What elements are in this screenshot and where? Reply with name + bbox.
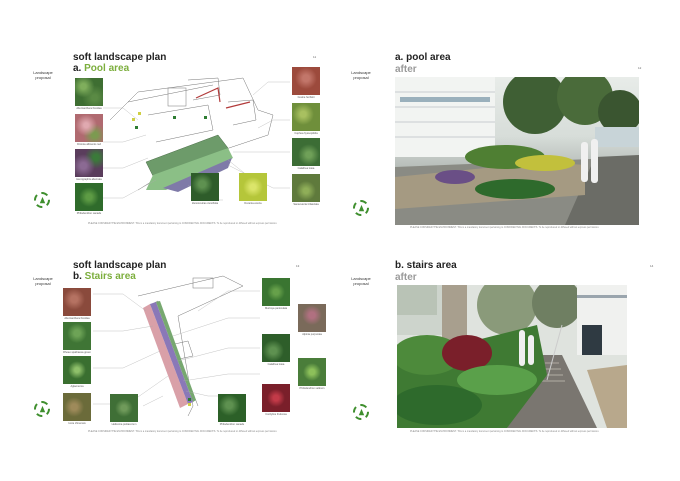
page-number: 11: [313, 55, 317, 59]
plant-caption: Hemigraphis alternata: [76, 178, 102, 181]
page-stairs-after: Landscape proposal b. stairs area after …: [350, 256, 660, 436]
subtitle-prefix: b.: [73, 271, 82, 282]
plant-thumb: [239, 173, 267, 201]
plant-thumb: [298, 358, 326, 386]
plant-thumb: [292, 67, 320, 95]
plant-caption: Calathea lutea: [297, 167, 315, 170]
subtitle-text: Pool area: [84, 63, 130, 74]
plant-caption: Zamioculcas zamiifolia: [191, 202, 219, 205]
plant-caption: Heliconia psittacorum: [111, 423, 137, 426]
plant-caption: Alternanthera ficoidea: [76, 107, 102, 110]
page-footer: PLEASE CONSIDER THE ENVIRONMENT. This is…: [88, 222, 278, 225]
plant-caption: Alpinia purpurata: [302, 333, 322, 336]
plant-caption: Ixora chinensis: [68, 422, 86, 425]
page-number: 14: [650, 264, 654, 268]
page-number: 12: [638, 66, 642, 70]
plant-caption: Murraya paniculata: [264, 307, 288, 310]
page-stairs-plan: Landscape proposal soft landscape plan b…: [28, 256, 338, 436]
plant-thumb: [63, 393, 91, 421]
company-logo-icon: [34, 401, 50, 417]
plant-thumb: [63, 356, 91, 384]
plant-thumb: [262, 384, 290, 412]
plant-thumb: [262, 334, 290, 362]
plant-caption: Philodendron xanadu: [219, 423, 245, 426]
plant-caption: Aglaonema: [70, 385, 84, 388]
plant-thumb: [292, 103, 320, 131]
site-plan-drawing: [93, 275, 260, 417]
pool-after-photo: [395, 77, 639, 225]
side-label: Landscape proposal: [351, 70, 371, 80]
plant-thumb: [262, 278, 290, 306]
subtitle-text: Stairs area: [84, 271, 136, 282]
plant-caption: Calathea lutea: [267, 363, 285, 366]
after-label: after: [395, 64, 417, 75]
plant-caption: Iresine herbstii: [297, 96, 315, 99]
side-label: Landscape proposal: [33, 276, 53, 286]
page-title: a. pool area: [395, 52, 451, 63]
plant-caption: Sansevieria trifasciata: [293, 203, 319, 206]
plant-thumb: [75, 149, 103, 177]
page-subtitle: a. Pool area: [73, 63, 129, 74]
page-number: 13: [296, 264, 300, 268]
page-pool-after: Landscape proposal a. pool area after 12: [350, 40, 660, 230]
plant-caption: Rhoeo spathacea green: [63, 351, 91, 354]
page-footer: PLEASE CONSIDER THE ENVIRONMENT. This is…: [88, 430, 278, 433]
plant-caption: Alternanthera ficoidea: [64, 317, 90, 320]
plant-caption: Philodendron selloum: [299, 387, 325, 390]
plant-caption: Cuphea hyssopifolia: [294, 132, 318, 135]
company-logo-icon: [34, 192, 50, 208]
subtitle-prefix: a.: [73, 63, 82, 74]
page-footer: PLEASE CONSIDER THE ENVIRONMENT. This is…: [410, 226, 600, 229]
company-logo-icon: [353, 200, 369, 216]
plant-thumb: [75, 114, 103, 142]
plant-thumb: [75, 183, 103, 211]
after-label: after: [395, 272, 417, 283]
plant-thumb: [63, 288, 91, 316]
plant-caption: Cordyline fruticosa: [265, 413, 287, 416]
plant-thumb: [218, 394, 246, 422]
plant-thumb: [110, 394, 138, 422]
stairs-after-photo: [397, 285, 627, 428]
page-title: soft landscape plan: [73, 260, 167, 271]
side-label: Landscape proposal: [351, 276, 371, 286]
plant-caption: Fittonia albivenis red: [77, 143, 101, 146]
site-plan-drawing: [103, 77, 290, 201]
company-logo-icon: [353, 404, 369, 420]
plant-thumb: [75, 78, 103, 106]
plant-thumb: [298, 304, 326, 332]
side-label: Landscape proposal: [33, 70, 53, 80]
page-pool-plan: Landscape proposal soft landscape plan a…: [28, 40, 338, 230]
plant-thumb: [292, 174, 320, 202]
plant-caption: Philodendron xanadu: [76, 212, 102, 215]
page-title: b. stairs area: [395, 260, 457, 271]
plant-thumb: [292, 138, 320, 166]
plant-caption: Duranta erecta: [244, 202, 262, 205]
plant-thumb: [191, 173, 219, 201]
page-title: soft landscape plan: [73, 52, 167, 63]
page-subtitle: b. Stairs area: [73, 271, 136, 282]
plant-thumb: [63, 322, 91, 350]
page-footer: PLEASE CONSIDER THE ENVIRONMENT. This is…: [410, 430, 600, 433]
